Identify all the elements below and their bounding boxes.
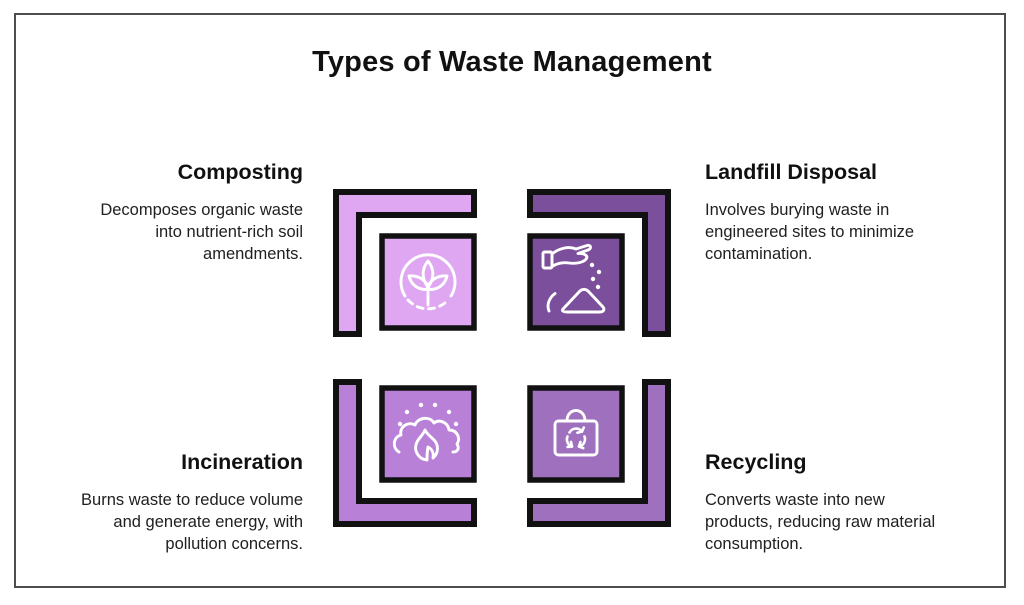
landfill-heading: Landfill Disposal bbox=[705, 160, 878, 184]
composting-heading: Composting bbox=[177, 160, 303, 184]
recycling-icon-box bbox=[527, 385, 625, 483]
recycling-description: Converts waste into new products, reduci… bbox=[705, 491, 936, 553]
recycling-heading: Recycling bbox=[705, 450, 807, 474]
page-title: Types of Waste Management bbox=[312, 46, 712, 78]
composting-bracket bbox=[333, 189, 477, 337]
landfill-text-block: Landfill Disposal Involves burying waste… bbox=[705, 160, 977, 266]
flame-smoke-cloud-icon bbox=[392, 402, 461, 462]
incineration-heading: Incineration bbox=[181, 450, 303, 474]
hand-dumping-waste-icon bbox=[541, 243, 606, 314]
incineration-description: Burns waste to reduce volume and generat… bbox=[81, 491, 303, 553]
recycle-bag-icon bbox=[553, 409, 599, 457]
incineration-bracket bbox=[333, 379, 477, 527]
composting-text-block: Composting Decomposes organic waste into… bbox=[31, 160, 303, 266]
quadrant-graphic bbox=[333, 189, 671, 527]
recycling-text-block: Recycling Converts waste into new produc… bbox=[705, 450, 977, 556]
landfill-description: Involves burying waste in engineered sit… bbox=[705, 201, 915, 263]
sprout-in-circle-icon bbox=[399, 253, 457, 311]
outer-frame bbox=[14, 13, 1006, 588]
incineration-text-block: Incineration Burns waste to reduce volum… bbox=[31, 450, 303, 556]
composting-icon-box bbox=[379, 233, 477, 331]
landfill-bracket bbox=[527, 189, 671, 337]
composting-description: Decomposes organic waste into nutrient-r… bbox=[100, 201, 303, 263]
recycling-bracket bbox=[527, 379, 671, 527]
